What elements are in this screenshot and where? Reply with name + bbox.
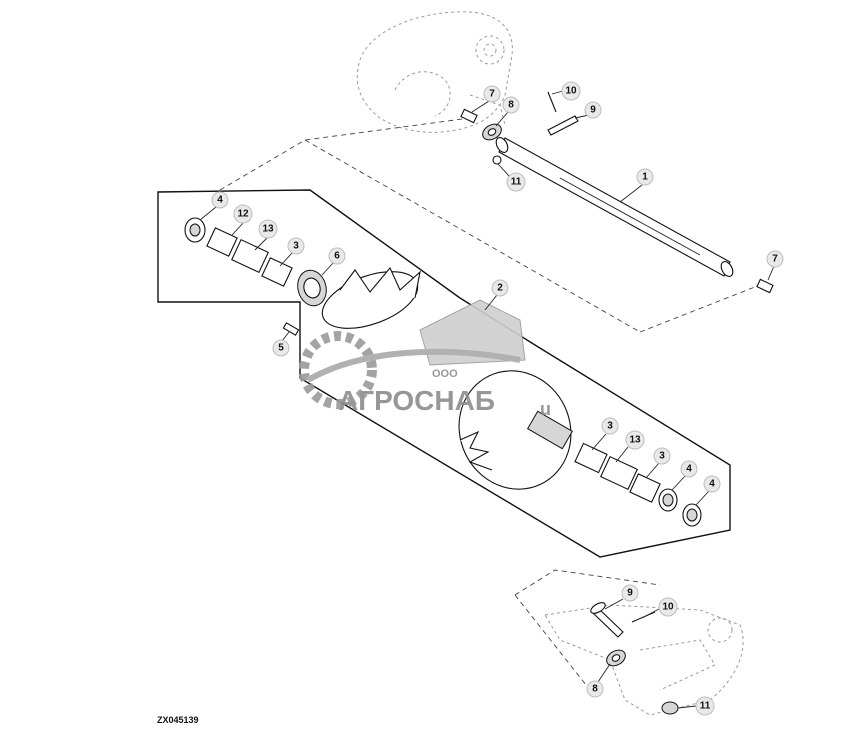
callout-7: 7	[483, 85, 501, 103]
callout-7: 7	[766, 250, 784, 268]
svg-text:9: 9	[590, 105, 596, 116]
callout-6: 6	[328, 247, 346, 265]
callout-9: 9	[584, 101, 602, 119]
svg-text:3: 3	[607, 421, 613, 432]
rotor-disc	[321, 266, 574, 490]
shaft-part	[495, 137, 734, 277]
svg-text:8: 8	[592, 684, 598, 695]
watermark-prefix: ООО	[432, 368, 458, 380]
svg-text:3: 3	[293, 241, 299, 252]
callout-5: 5	[272, 339, 290, 357]
svg-text:11: 11	[511, 177, 522, 188]
svg-text:10: 10	[662, 602, 674, 613]
callout-10: 10	[658, 597, 678, 617]
svg-text:4: 4	[217, 195, 223, 206]
callout-12: 12	[233, 204, 253, 224]
callout-11: 11	[506, 172, 526, 192]
svg-text:13: 13	[629, 435, 641, 446]
svg-text:9: 9	[627, 588, 633, 599]
svg-text:1: 1	[642, 172, 648, 183]
lower-small-parts	[590, 602, 679, 715]
svg-text:11: 11	[700, 701, 711, 712]
callout-3: 3	[287, 237, 305, 255]
callout-9: 9	[621, 584, 639, 602]
agrosnab-watermark: ООО АГРОСНАБ u	[299, 299, 551, 419]
svg-text:6: 6	[334, 251, 340, 262]
callout-10: 10	[561, 81, 581, 101]
left-bearing-stack	[184, 217, 327, 336]
callout-11: 11	[695, 696, 715, 716]
svg-text:12: 12	[237, 209, 249, 220]
figure-id: ZX045139	[157, 715, 199, 725]
callout-8: 8	[502, 96, 520, 114]
svg-text:13: 13	[262, 224, 274, 235]
svg-text:4: 4	[686, 464, 692, 475]
svg-text:2: 2	[497, 283, 503, 294]
right-bearing-stack	[574, 442, 702, 527]
upper-small-parts	[460, 91, 774, 294]
callout-13: 13	[625, 430, 645, 450]
assembly-frame	[157, 189, 731, 558]
svg-text:4: 4	[709, 479, 715, 490]
callout-3: 3	[601, 417, 619, 435]
svg-text:7: 7	[772, 254, 778, 265]
svg-text:3: 3	[659, 451, 665, 462]
shaft-guide-line	[304, 139, 641, 333]
callout-8: 8	[586, 680, 604, 698]
callout-4: 4	[680, 460, 698, 478]
watermark-brand: АГРОСНАБ	[338, 385, 495, 416]
callout-1: 1	[636, 168, 654, 186]
callout-13: 13	[258, 219, 278, 239]
leader-lines	[199, 90, 775, 709]
svg-text:5: 5	[278, 343, 284, 354]
upper-housing-ghost	[356, 11, 513, 133]
lower-guide-line	[514, 569, 661, 691]
callout-4: 4	[211, 191, 229, 209]
callout-4: 4	[703, 475, 721, 493]
watermark-suffix: u	[540, 399, 551, 419]
lower-bracket-ghost	[544, 604, 744, 716]
svg-text:10: 10	[565, 86, 577, 97]
callout-3: 3	[653, 447, 671, 465]
svg-text:7: 7	[489, 89, 495, 100]
svg-text:8: 8	[508, 100, 514, 111]
callout-2: 2	[491, 279, 509, 297]
upper-guide-line	[219, 117, 761, 333]
